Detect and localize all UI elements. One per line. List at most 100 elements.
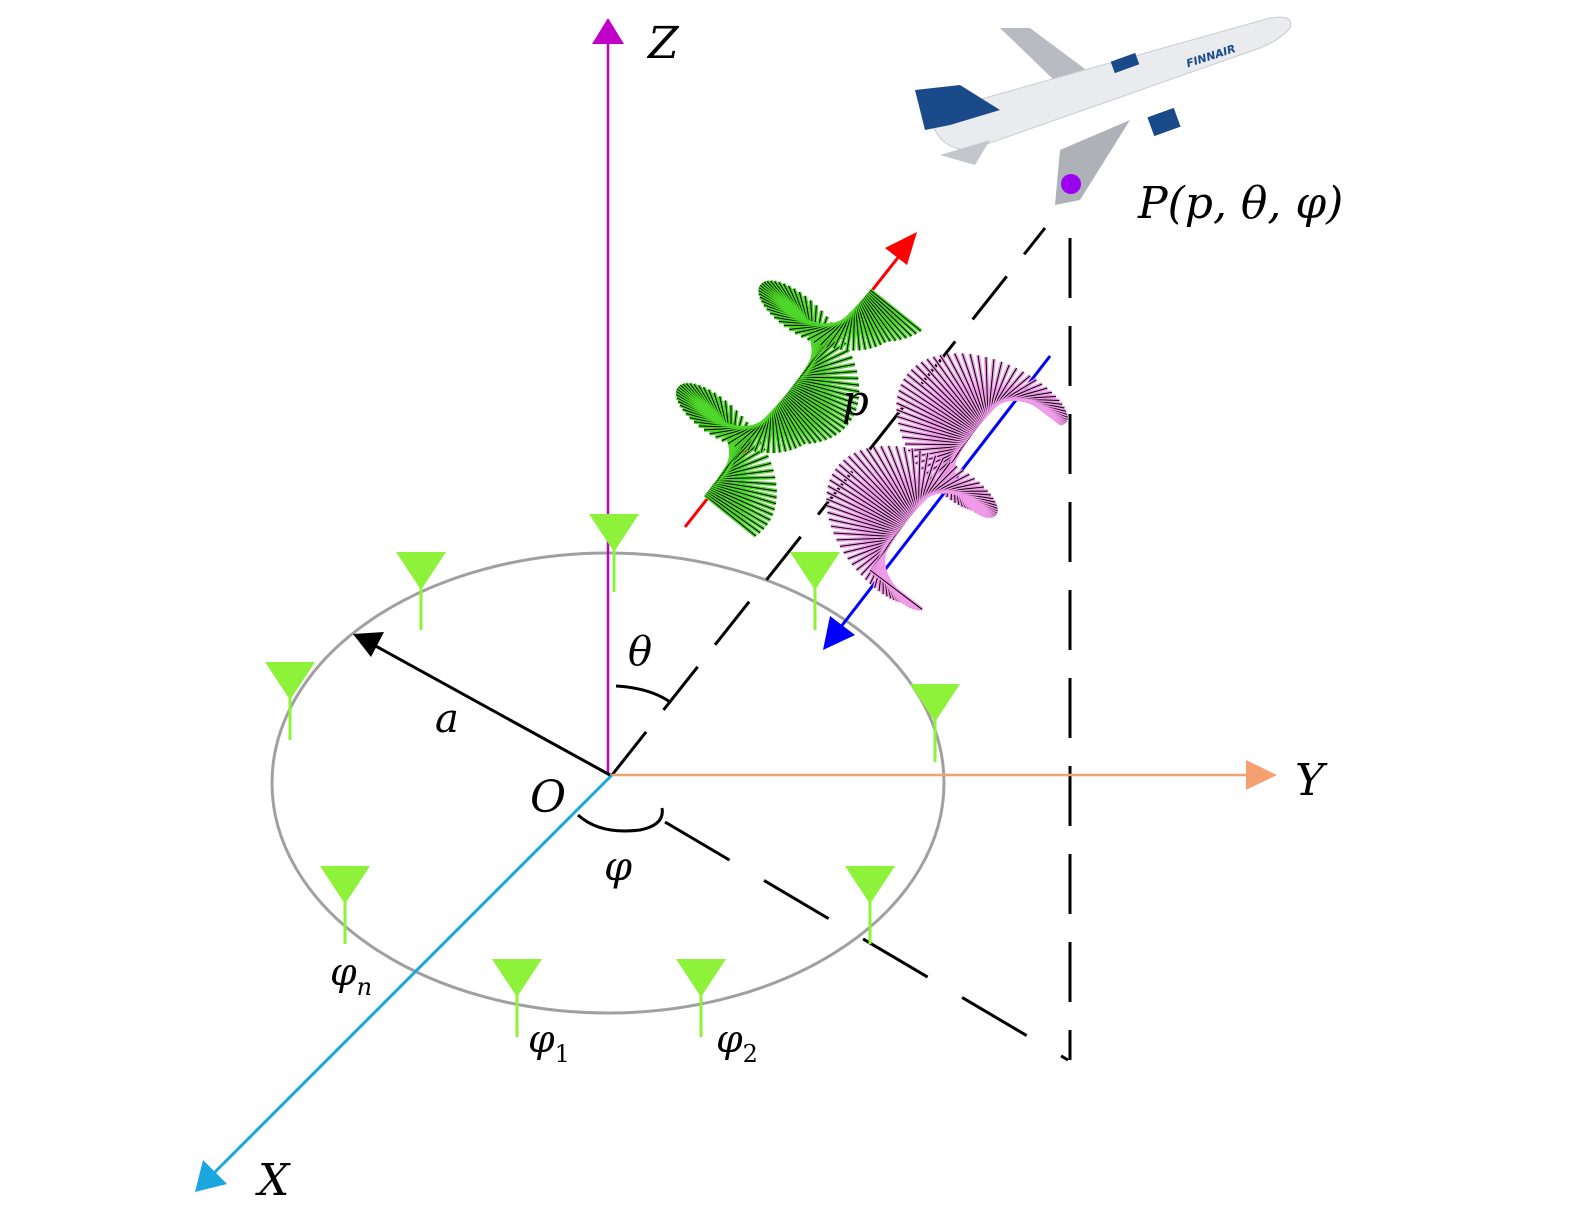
wave-ray-edge bbox=[896, 402, 971, 438]
y-arrowhead-icon bbox=[1246, 760, 1277, 790]
antenna-n-subscript: n bbox=[357, 973, 372, 1001]
wave-ray-edge bbox=[714, 482, 777, 498]
wave-ray-edge bbox=[898, 422, 968, 442]
airplane: FINNAIR bbox=[915, 16, 1292, 205]
wave-ray-edge bbox=[910, 369, 978, 430]
wave-ray-edge bbox=[704, 494, 757, 537]
wave-ray-edge bbox=[828, 518, 898, 535]
wave-ray-edge bbox=[835, 468, 906, 524]
wave-ray-edge bbox=[827, 511, 899, 534]
wave-ray-edge bbox=[954, 353, 985, 420]
wave-ray-edge bbox=[908, 445, 964, 452]
wave-ray-edge bbox=[904, 443, 965, 446]
wave-ray-edge bbox=[826, 498, 901, 531]
wave-ray-edge bbox=[843, 459, 908, 522]
wave-ray-edge bbox=[799, 376, 859, 379]
radius-arrowhead-icon bbox=[353, 632, 384, 657]
x-axis bbox=[195, 773, 614, 1192]
wave-ray-edge bbox=[829, 479, 904, 527]
wave-ray-edge bbox=[860, 301, 882, 346]
wave-ray-edge bbox=[848, 455, 909, 520]
wave-ray-edge bbox=[903, 378, 976, 432]
wave-ray-edge bbox=[797, 379, 860, 393]
wave-ray-edge bbox=[781, 398, 817, 443]
wave-ray-edge bbox=[710, 487, 773, 516]
wave-ray-edge bbox=[705, 493, 761, 534]
wave-ray-edge bbox=[906, 373, 977, 431]
wave-ray-edge bbox=[880, 445, 914, 513]
wave-ray-edge bbox=[985, 356, 989, 415]
wave-ray-edge bbox=[939, 354, 983, 423]
wave-ray-edge bbox=[826, 491, 902, 530]
antenna-icon bbox=[676, 959, 726, 1037]
wave-ray-edge bbox=[713, 484, 777, 505]
line-o-to-projection bbox=[664, 820, 1069, 1062]
wave-ray-edge bbox=[899, 429, 967, 443]
wave-ray-edge bbox=[896, 409, 970, 439]
point-label: P(p, θ, φ) bbox=[1137, 178, 1343, 229]
wave-ray-edge bbox=[988, 359, 995, 413]
wave-ray-edge bbox=[866, 448, 912, 516]
phi-arc bbox=[576, 807, 664, 833]
wave-ray-edge bbox=[887, 445, 915, 512]
wave-ray-edge bbox=[775, 406, 792, 451]
wave-ray-edge bbox=[708, 490, 768, 526]
wave-ray-edge bbox=[961, 353, 986, 419]
antenna-icon bbox=[265, 662, 315, 740]
wave-ray-edge bbox=[788, 389, 845, 429]
wave-ray-edge bbox=[719, 469, 774, 478]
wave-ray-edge bbox=[869, 569, 923, 610]
wave-ray-edge bbox=[795, 382, 858, 405]
wave-ray-edge bbox=[864, 295, 902, 340]
antenna-icon bbox=[790, 552, 840, 630]
wave-ray-edge bbox=[897, 396, 972, 437]
wave-ray-edge bbox=[793, 383, 857, 411]
wave-ray-edge bbox=[869, 289, 922, 332]
wave-ray-edge bbox=[801, 370, 857, 377]
target-point-p bbox=[1061, 174, 1081, 194]
wave-ray-edge bbox=[838, 463, 907, 523]
wave-ray-edge bbox=[857, 304, 872, 349]
red-arrowhead-icon bbox=[885, 232, 917, 265]
wave-ray-edge bbox=[773, 409, 781, 453]
wave-ray-edge bbox=[863, 297, 897, 341]
wave-ray-edge bbox=[772, 410, 775, 453]
wave-ray-edge bbox=[830, 525, 897, 536]
antenna-2-label: φ2 bbox=[716, 1017, 758, 1068]
wave-ray-edge bbox=[779, 401, 806, 445]
antenna-icon bbox=[320, 866, 370, 944]
antenna-n-label: φn bbox=[330, 950, 372, 1001]
wave-ray-edge bbox=[900, 384, 975, 434]
wave-ray-edge bbox=[989, 361, 1003, 412]
wave-ray-edge bbox=[709, 488, 771, 521]
wave-ray-edge bbox=[796, 380, 859, 399]
wave-ray-edge bbox=[917, 450, 921, 507]
wave-ray-edge bbox=[776, 404, 797, 449]
y-axis-label: Y bbox=[1295, 755, 1328, 806]
wave-ray-edge bbox=[855, 307, 860, 351]
wave-ray-edge bbox=[866, 294, 907, 339]
antenna-icon bbox=[589, 514, 639, 592]
wave-ray-edge bbox=[792, 385, 855, 416]
wave-ray-edge bbox=[867, 292, 912, 337]
wave-ray-edge bbox=[784, 395, 827, 441]
wave-ray-edge bbox=[918, 452, 929, 505]
z-axis bbox=[592, 18, 624, 775]
wave-ray-edge bbox=[839, 538, 894, 547]
wave-ray-edge bbox=[836, 537, 895, 541]
wave-ray-edge bbox=[780, 400, 811, 444]
antenna-icon bbox=[910, 684, 960, 762]
wave-ray-edge bbox=[920, 361, 980, 427]
wave-ray-edge bbox=[969, 354, 987, 418]
wave-ray-edge bbox=[911, 448, 918, 508]
distance-label: p bbox=[842, 376, 869, 425]
wave-ray-edge bbox=[715, 481, 777, 492]
wave-ray-edge bbox=[718, 476, 776, 480]
wave-ray-edge bbox=[798, 377, 860, 386]
wave-ray-edge bbox=[932, 356, 982, 424]
phi-label: φ bbox=[604, 844, 632, 890]
antenna-1-subscript: 1 bbox=[555, 1040, 570, 1068]
wave-ray-edge bbox=[861, 300, 886, 343]
